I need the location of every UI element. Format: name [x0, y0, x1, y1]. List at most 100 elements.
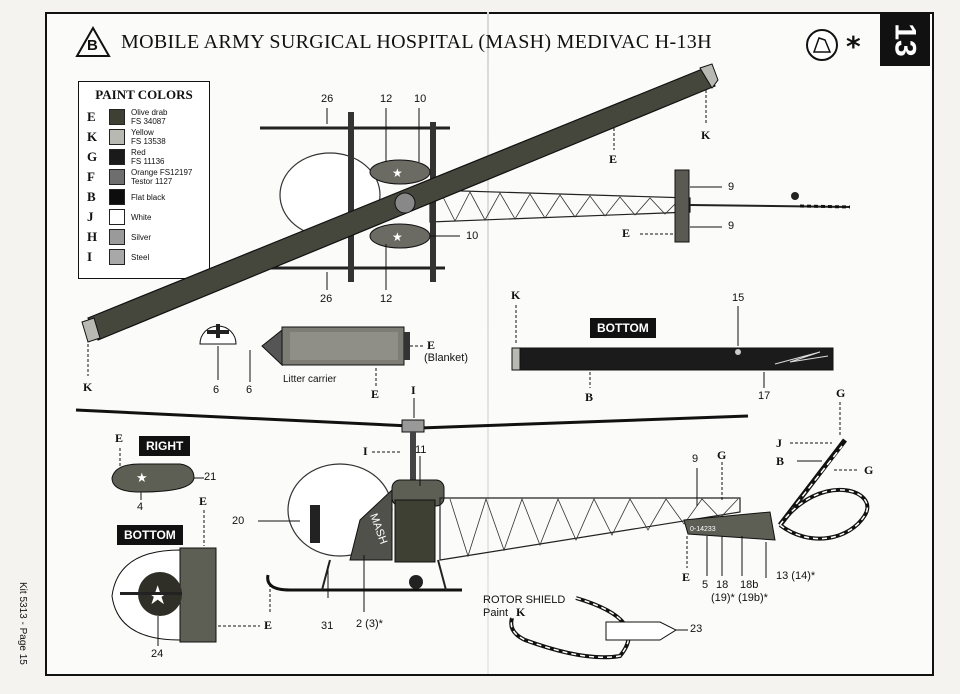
kit-page-footer: Kit 5313 - Page 15 [17, 582, 28, 665]
bottom-detail-drawing: ★ [111, 510, 271, 646]
callout-19b: (19b)* [738, 592, 768, 604]
paint-name: Silver [131, 233, 151, 242]
step-triangle-icon: B [75, 25, 111, 58]
paint-name-line: Testor 1127 [131, 177, 173, 186]
paint-name-line: Yellow [131, 128, 154, 137]
paint-letter: G [87, 149, 98, 164]
page-number-box: 13 [880, 14, 930, 66]
callout-6-end: 6 [213, 384, 220, 396]
paint-swatch [109, 189, 125, 205]
paint-swatch [109, 249, 125, 265]
blade-bottom-drawing [511, 305, 834, 388]
callout-15: 15 [732, 292, 745, 304]
callout-b-tail: B [776, 454, 785, 468]
paint-name-line: FS 34087 [131, 117, 166, 126]
callout-e-side: E [682, 570, 691, 584]
callout-13-14: 13 (14)* [776, 570, 816, 582]
callout-26-top: 26 [321, 93, 334, 105]
callout-17: 17 [758, 390, 771, 402]
callout-2-3: 2 (3)* [356, 618, 383, 630]
paint-name: Steel [131, 253, 149, 262]
callout-6-side: 6 [246, 384, 253, 396]
callout-18b: 18b [740, 579, 759, 591]
callout-9-lower: 9 [728, 220, 735, 232]
legend-heading: PAINT COLORS [95, 87, 193, 102]
rotor-shield-paint-letter: K [516, 605, 526, 619]
paint-letter: F [87, 169, 95, 184]
callout-4: 4 [137, 501, 144, 513]
svg-text:★: ★ [136, 471, 148, 486]
rotor-shield-paint-label: Paint [483, 607, 509, 619]
paint-swatch [109, 109, 125, 125]
callout-19: (19)* [711, 592, 735, 604]
callout-20: 20 [232, 515, 245, 527]
blanket-note: (Blanket) [424, 352, 469, 364]
paint-name-line: Flat black [131, 192, 166, 202]
paint-name-line: Orange FS12197 [131, 168, 193, 177]
callout-12-bottom: 12 [380, 293, 393, 305]
rotor-shield-label: ROTOR SHIELD [483, 594, 566, 606]
paint-letter: E [87, 109, 96, 124]
step-letter: B [87, 37, 98, 54]
callout-e-litter: E [371, 387, 380, 401]
top-view-drawing: ★ ★ [81, 63, 851, 376]
callout-e-right: E [115, 431, 124, 445]
page-fold [487, 12, 489, 674]
litter-carrier-label: Litter carrier [283, 374, 337, 385]
callout-b-blade: B [585, 390, 594, 404]
paint-swatch [109, 229, 125, 245]
svg-text:★: ★ [392, 230, 403, 244]
callout-9-upper: 9 [728, 181, 735, 193]
serial-marking: 0-14233 [690, 526, 716, 533]
svg-text:★: ★ [392, 166, 403, 180]
side-view-drawing: MASH 0-14233 [75, 398, 870, 612]
callout-23: 23 [690, 623, 703, 635]
callout-5: 5 [702, 579, 709, 591]
callout-10-top: 10 [414, 93, 427, 105]
paint-swatch [109, 149, 125, 165]
decal-badge-icon [805, 28, 839, 62]
paint-name-line: Silver [131, 232, 152, 242]
callout-10-lower: 10 [466, 230, 479, 242]
page-title: MOBILE ARMY SURGICAL HOSPITAL (MASH) MED… [121, 30, 712, 53]
paint-name: Flat black [131, 193, 165, 202]
callout-i-shaft: I [363, 444, 368, 458]
callout-g-tip: G [836, 386, 846, 400]
svg-text:★: ★ [146, 581, 169, 611]
paint-letter: B [87, 189, 96, 204]
callout-e-blade: E [609, 152, 618, 166]
callout-26-bottom: 26 [320, 293, 333, 305]
callout-18: 18 [716, 579, 729, 591]
callout-e-bottom: E [199, 494, 208, 508]
paint-row: H Silver [79, 227, 209, 247]
callout-24: 24 [151, 648, 164, 660]
paint-name-line: Red [131, 148, 146, 157]
right-detail-drawing: ★ [111, 448, 204, 500]
litter-carrier-drawing [199, 324, 424, 386]
paint-name-line: Steel [131, 252, 150, 262]
callout-k-root: K [83, 380, 93, 394]
callout-12-top: 12 [380, 93, 393, 105]
callout-k-tip: K [701, 128, 711, 142]
paint-letter: H [87, 229, 98, 244]
callout-k-blade-bottom: K [511, 288, 521, 302]
callout-31: 31 [321, 620, 334, 632]
tag-bottom-fuselage: BOTTOM [117, 525, 183, 545]
paint-name-line: FS 11136 [131, 157, 165, 166]
callout-j-tail: J [776, 436, 782, 450]
title-block: B MOBILE ARMY SURGICAL HOSPITAL (MASH) M… [75, 25, 712, 58]
paint-row: B Flat black [79, 187, 209, 207]
callout-e-belly: E [264, 618, 273, 632]
optional-asterisk: * [846, 30, 861, 63]
callout-9-side: 9 [692, 453, 699, 465]
